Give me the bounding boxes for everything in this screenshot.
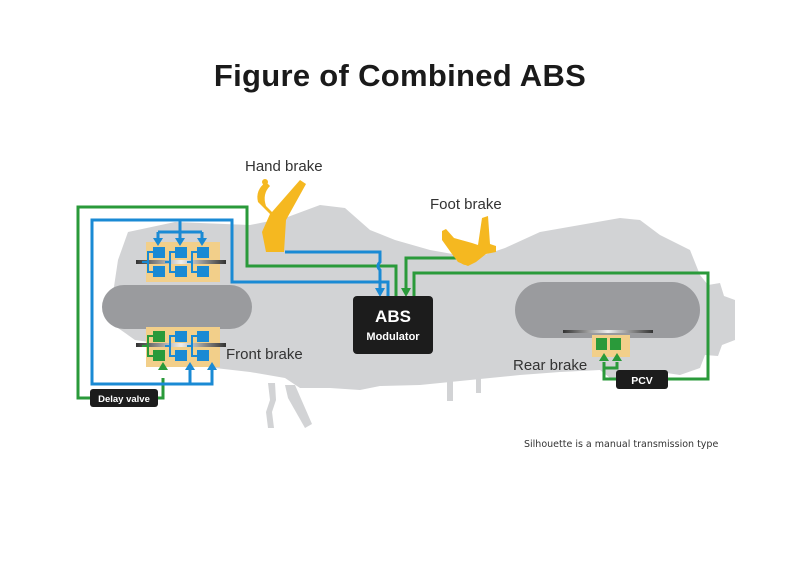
foot-brake-pedal — [442, 216, 496, 266]
front-lower-piston-links — [142, 335, 197, 357]
rear-wheel — [515, 282, 700, 338]
hand-brake-label: Hand brake — [245, 158, 323, 175]
pcv-valve: PCV — [616, 370, 668, 389]
foot-brake-label: Foot brake — [430, 196, 502, 213]
delay-valve: Delay valve — [90, 389, 158, 407]
green-arrows — [158, 288, 622, 370]
front-upper-piston-links — [142, 251, 197, 273]
rear-disc — [563, 330, 653, 333]
rear-piston — [596, 338, 607, 350]
rear-brake-label: Rear brake — [513, 357, 587, 374]
footnote: Silhouette is a manual transmission type — [524, 439, 718, 450]
abs-label: ABS — [375, 307, 411, 326]
pcv-label: PCV — [631, 375, 653, 387]
front-wheel — [102, 285, 252, 329]
modulator-label: Modulator — [366, 331, 420, 343]
hand-brake-lever — [257, 179, 306, 252]
front-upper-pistons — [153, 247, 209, 277]
rear-piston — [610, 338, 621, 350]
figure-title: Figure of Combined ABS — [213, 58, 587, 93]
abs-modulator: ABS Modulator — [353, 296, 433, 354]
delay-valve-label: Delay valve — [98, 394, 150, 405]
front-brake-label: Front brake — [226, 346, 303, 363]
front-disc-lower — [136, 343, 226, 347]
blue-arrows — [153, 238, 385, 370]
front-disc-upper — [136, 260, 226, 264]
front-lower-pistons — [153, 331, 209, 361]
green-hydraulic-lines — [76, 205, 710, 400]
